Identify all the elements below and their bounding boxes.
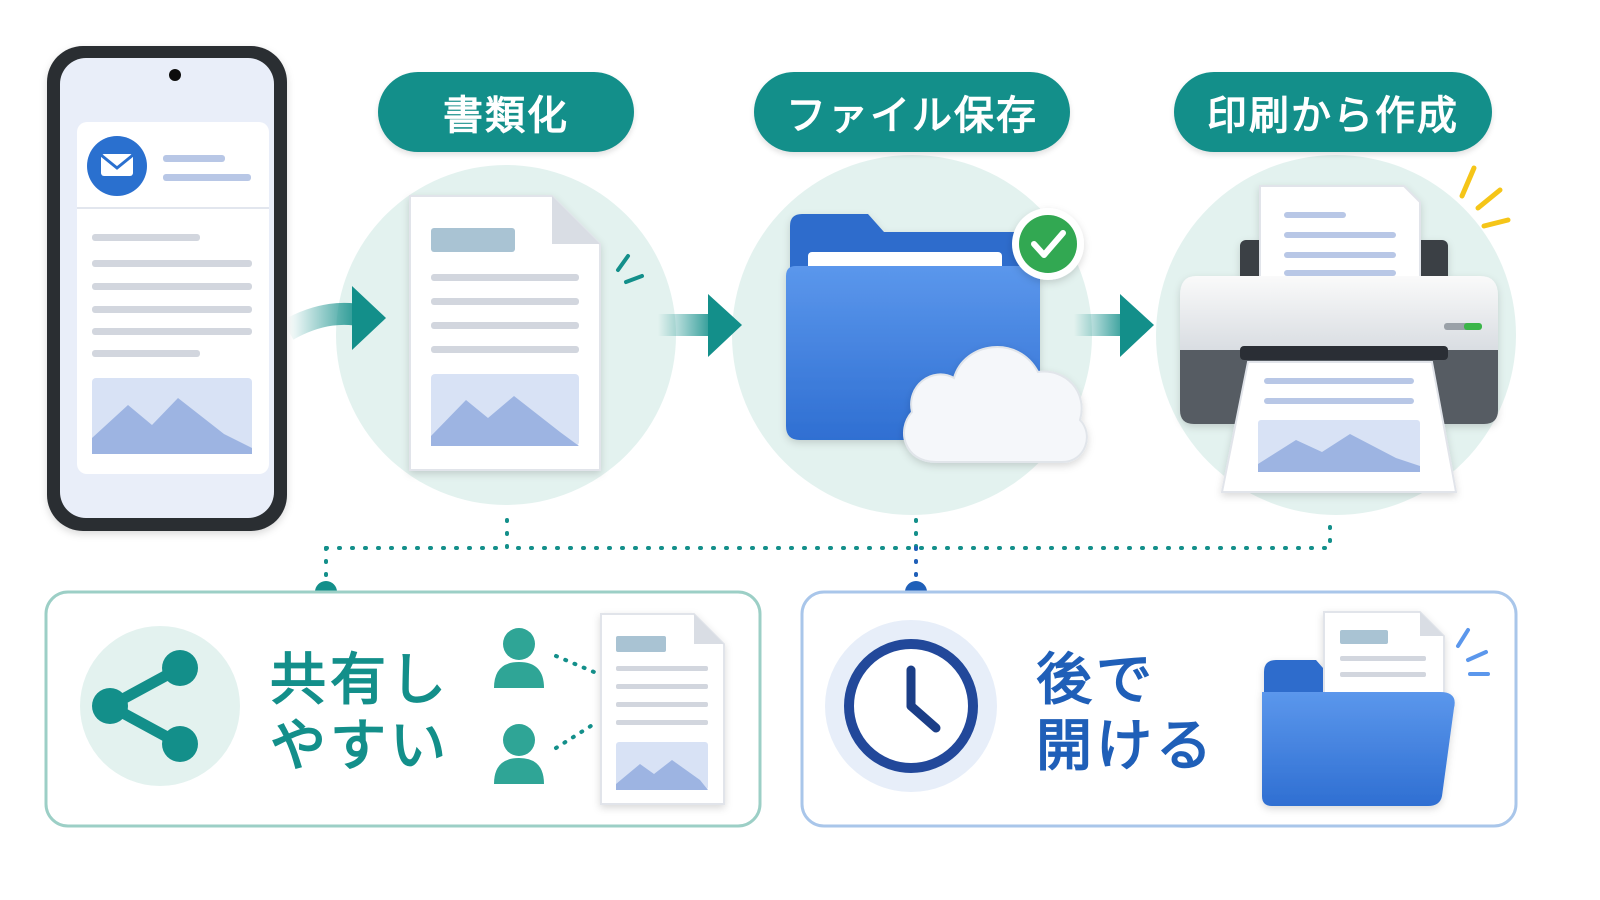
step-pill-save-file: ファイル保存 xyxy=(754,72,1070,152)
arrow-2 xyxy=(658,294,742,357)
arrow-3 xyxy=(1074,294,1154,357)
arrow-1 xyxy=(282,286,386,350)
document-icon xyxy=(600,613,725,805)
benefit-line: やすい xyxy=(270,714,450,779)
document-icon xyxy=(409,195,601,471)
user-icon xyxy=(494,628,544,688)
cloud-icon xyxy=(903,346,1088,463)
step-label: 書類化 xyxy=(443,93,569,139)
folder-icon xyxy=(1262,611,1455,806)
step-pill-documentize: 書類化 xyxy=(378,72,634,152)
mail-icon xyxy=(87,136,147,196)
printer-icon xyxy=(1180,185,1498,493)
benefit-label-later: 後で 開ける xyxy=(1036,648,1216,780)
user-icon xyxy=(494,724,544,784)
dotted-connectors xyxy=(324,518,1332,588)
sparkle-lines-printer xyxy=(1459,165,1511,229)
clock-icon xyxy=(825,620,997,792)
share-icon xyxy=(80,626,240,786)
benefit-line: 開ける xyxy=(1036,714,1216,779)
step-label: ファイル保存 xyxy=(786,93,1038,139)
step-pill-print-create: 印刷から作成 xyxy=(1174,72,1492,152)
sparkle-lines-1 xyxy=(616,254,644,284)
benefit-box-share xyxy=(44,590,762,828)
benefit-line: 後で xyxy=(1036,648,1156,713)
benefit-label-share: 共有し やすい xyxy=(270,648,450,780)
check-icon xyxy=(1012,208,1084,280)
phone-icon xyxy=(47,46,287,531)
sparkle-lines-folder xyxy=(1456,628,1490,676)
step-label: 印刷から作成 xyxy=(1207,93,1459,139)
benefit-line: 共有し xyxy=(270,648,450,713)
